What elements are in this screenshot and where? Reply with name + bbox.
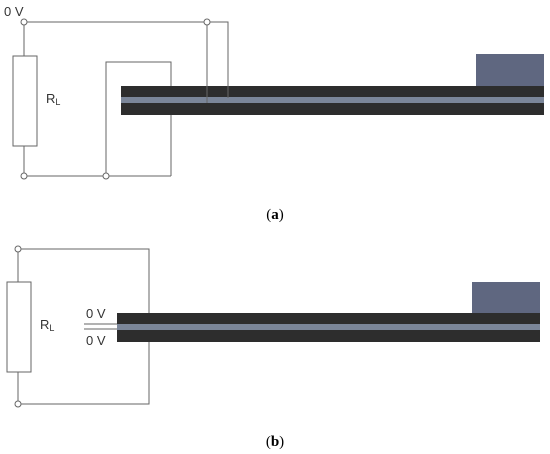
panel-b-voltage-label-top: 0 V xyxy=(86,306,106,321)
panel-a-voltage-label: 0 V xyxy=(4,4,24,19)
panel-a-tip-mass xyxy=(476,54,544,86)
panel-b-node-bottom xyxy=(14,400,22,408)
panel-b-caption: (b) xyxy=(266,434,284,450)
panel-b-tip-mass xyxy=(472,282,540,314)
panel-a-node-top-left xyxy=(20,18,28,26)
panel-b-load-resistor xyxy=(6,281,32,373)
panel-a-load-resistor xyxy=(12,55,38,147)
panel-a-resistor-label: RL xyxy=(46,91,60,107)
panel-a-node-bottom-left xyxy=(20,172,28,180)
panel-a-node-top-right xyxy=(203,18,211,26)
panel-a-beam-middle-layer xyxy=(121,97,544,103)
panel-a-caption: (a) xyxy=(266,207,284,223)
panel-b-voltage-label-bottom: 0 V xyxy=(86,333,106,348)
panel-b-beam-middle-layer xyxy=(117,324,540,330)
panel-b-node-top xyxy=(14,245,22,253)
panel-a-top-electrode-lead-right xyxy=(207,21,229,98)
panel-a-node-bottom-mid xyxy=(102,172,110,180)
panel-b-resistor-label: RL xyxy=(40,317,54,333)
panel-b: RL 0 V 0 V (b) xyxy=(6,245,540,450)
panel-a-bottom-electrode-loop xyxy=(105,61,172,176)
panel-a: 0 V RL (a) xyxy=(4,4,544,223)
